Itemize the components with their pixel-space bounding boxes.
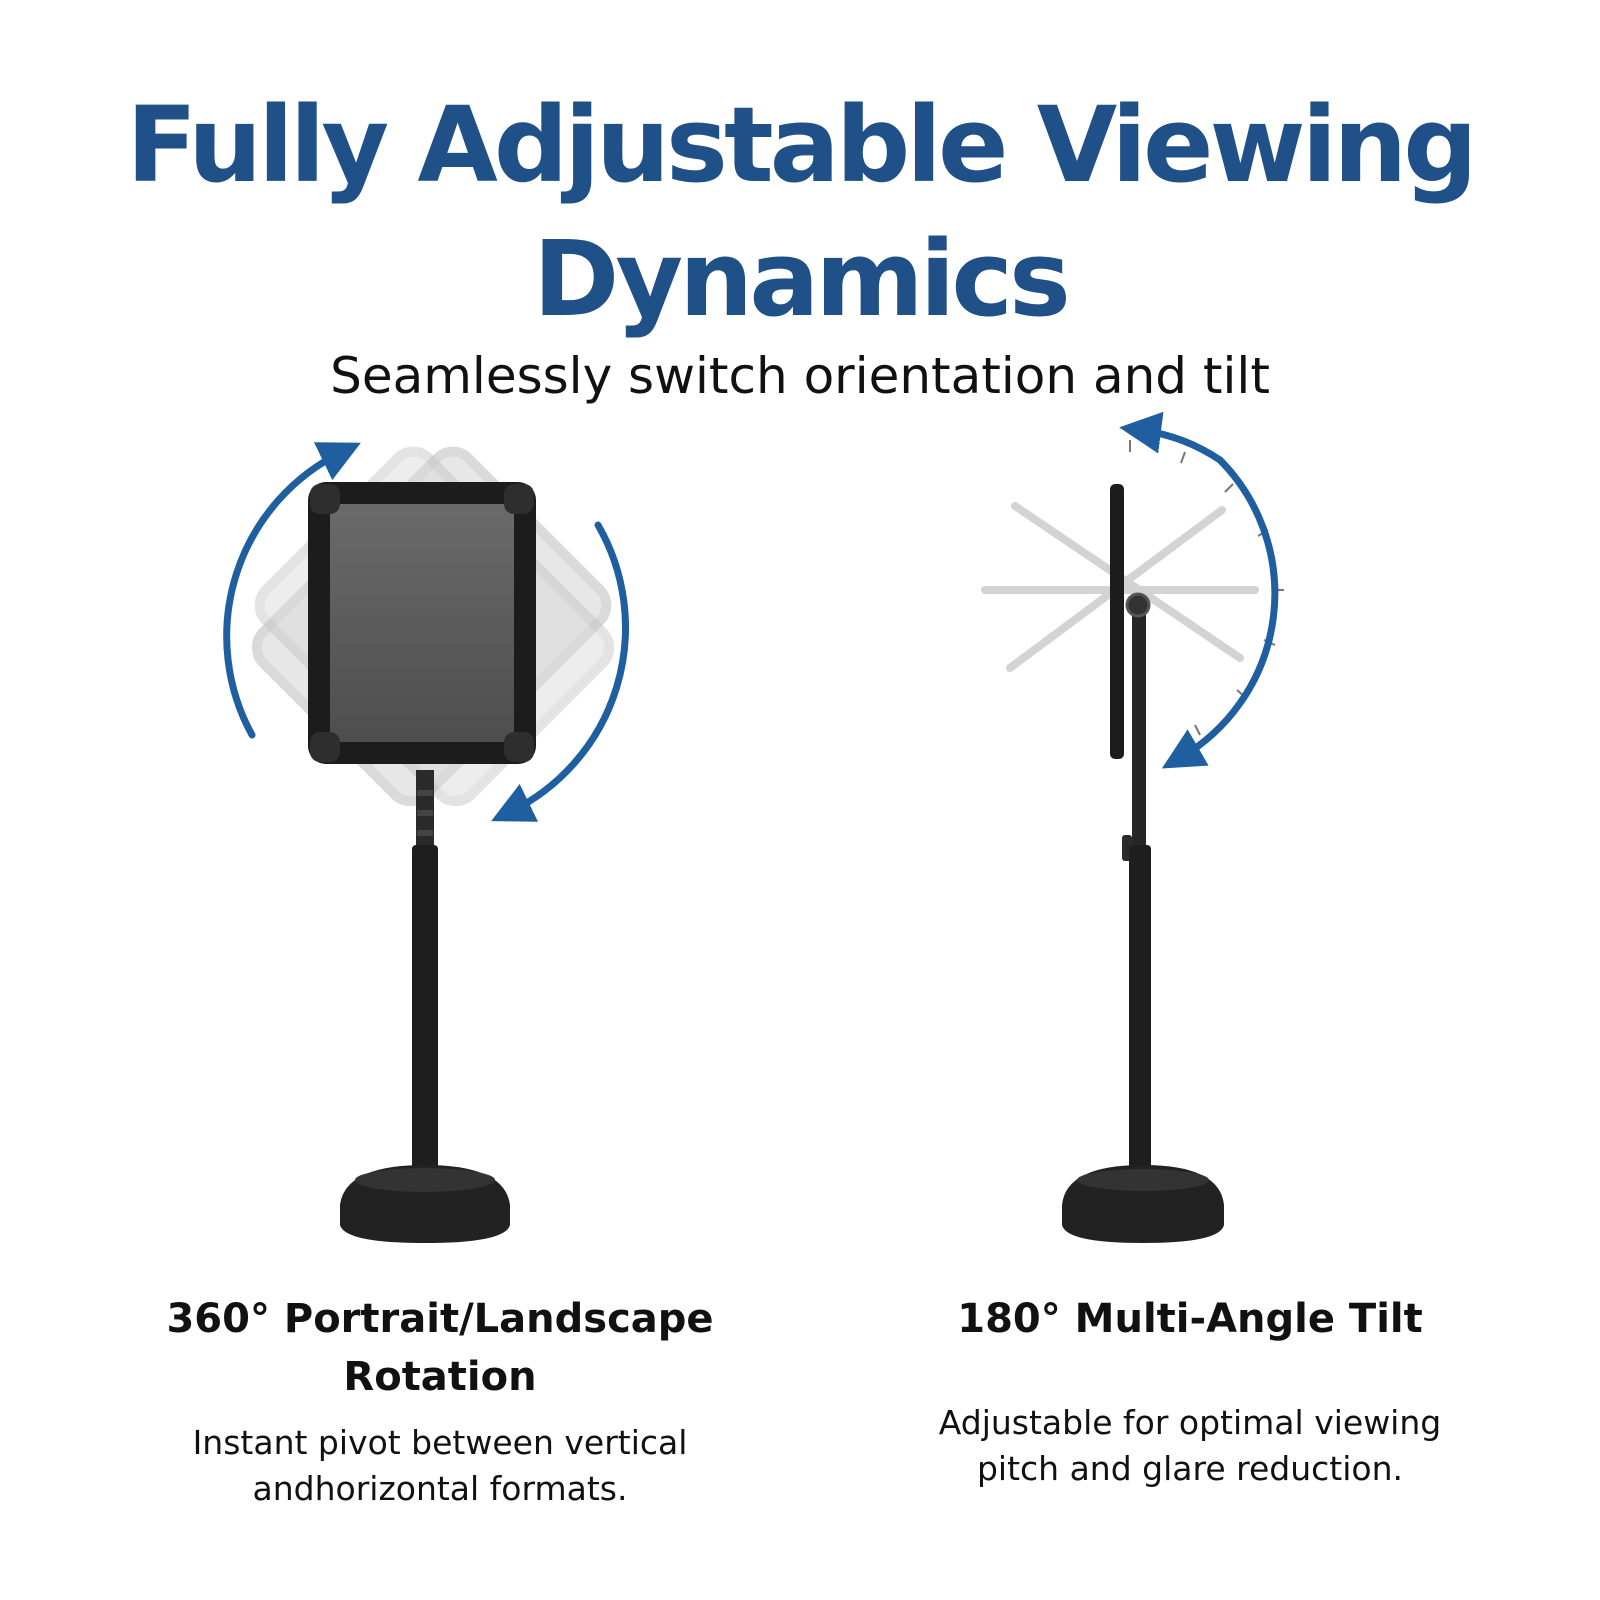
feature-desc-line-2: andhorizontal formats. [252, 1469, 628, 1508]
feature-tilt: 180° Multi-Angle Tilt Adjustable for opt… [830, 1290, 1550, 1492]
rotate-arrow-left-icon [223, 442, 361, 739]
feature-desc-line-1: Instant pivot between vertical [192, 1423, 688, 1462]
tilting-sign-stand [981, 411, 1284, 1243]
feature-rotation: 360° Portrait/Landscape Rotation Instant… [80, 1290, 800, 1512]
title-line-1: Fully Adjustable Viewing [126, 84, 1478, 206]
tilt-sign-frame [1110, 484, 1124, 759]
feature-description: Instant pivot between vertical andhorizo… [80, 1420, 800, 1512]
feature-description: Adjustable for optimal viewing pitch and… [830, 1400, 1550, 1492]
stand-pole-lower [412, 845, 438, 1195]
rotating-sign-stand [223, 442, 629, 1243]
feature-title-line-2: Rotation [343, 1354, 537, 1400]
page-title: Fully Adjustable Viewing Dynamics [0, 78, 1600, 346]
tilt-pivot [1125, 592, 1151, 618]
feature-desc-line-2: pitch and glare reduction. [976, 1449, 1403, 1488]
tilt-pole-lower [1129, 845, 1151, 1195]
feature-title: 180° Multi-Angle Tilt [957, 1296, 1423, 1342]
rotate-arrow-right-icon [491, 521, 629, 822]
feature-title-line-1: 360° Portrait/Landscape [166, 1296, 714, 1342]
feature-title: 360° Portrait/Landscape Rotation [80, 1290, 800, 1406]
tilt-arrow-up-icon [1119, 411, 1224, 464]
title-line-2: Dynamics [533, 218, 1071, 340]
feature-desc-line-1: Adjustable for optimal viewing [938, 1403, 1442, 1442]
sign-panel [330, 504, 514, 742]
subtitle: Seamlessly switch orientation and tilt [330, 347, 1270, 405]
tilt-arrow-arc-icon [1161, 456, 1279, 769]
tilt-pole-upper [1132, 615, 1146, 845]
